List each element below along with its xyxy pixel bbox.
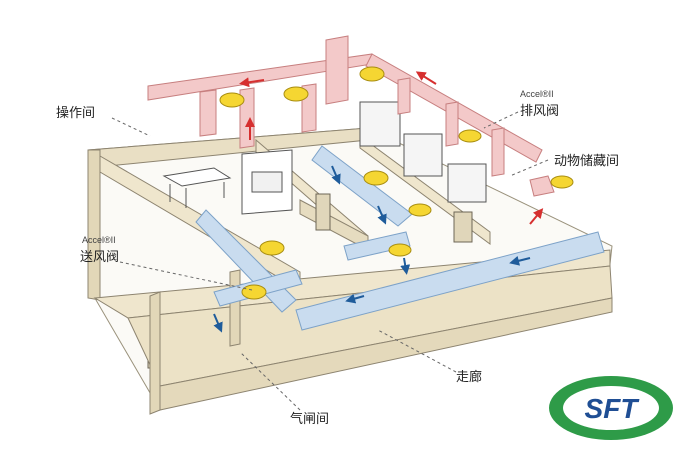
supply-valve-5 <box>388 243 412 257</box>
logo-inner <box>563 386 659 430</box>
supply-duct <box>195 145 605 331</box>
sft-logo: SFT <box>549 376 673 440</box>
furniture <box>162 149 293 215</box>
supply-valve-3 <box>363 170 389 186</box>
brand-exhaust-valve: Accel®II <box>520 89 554 99</box>
leader-supply-valve <box>119 261 253 291</box>
door-storage <box>453 211 473 243</box>
leader-operation-room <box>111 117 151 137</box>
leader-exhaust-valve <box>483 111 519 129</box>
supply-arrow <box>509 255 531 266</box>
valves <box>219 66 574 300</box>
supply-arrow <box>345 293 365 304</box>
leader-animal-storage <box>509 159 549 177</box>
animal-racks <box>359 101 487 203</box>
door-operation <box>315 193 331 231</box>
exhaust-arrow <box>415 71 437 85</box>
leader-corridor <box>377 329 457 373</box>
exhaust-valve-2 <box>283 86 309 102</box>
exhaust-valve-5 <box>550 175 574 189</box>
exhaust-valve-3 <box>359 66 385 82</box>
supply-valve-2 <box>241 284 267 300</box>
back-wall <box>87 127 369 301</box>
exhaust-valve-4 <box>458 129 482 143</box>
exhaust-arrows <box>239 71 544 225</box>
supply-arrow <box>213 313 223 333</box>
label-animal-storage: 动物储藏间 <box>554 154 620 169</box>
logo-text: SFT <box>585 393 641 424</box>
label-airlock: 气闸间 <box>290 412 330 427</box>
supply-arrow <box>377 205 387 225</box>
label-exhaust-valve: 排风阀 <box>520 104 560 119</box>
supply-arrows <box>213 165 531 333</box>
label-operation-room: 操作间 <box>56 106 96 121</box>
exhaust-valve-1 <box>219 92 245 108</box>
leader-airlock <box>239 351 301 411</box>
exhaust-arrow <box>529 208 544 225</box>
exhaust-arrow <box>239 77 265 88</box>
label-supply-valve: 送风阀 <box>80 250 120 265</box>
supply-valve-4 <box>408 203 432 217</box>
brand-supply-valve: Accel®II <box>82 235 116 245</box>
leader-lines <box>111 111 549 411</box>
supply-arrow <box>331 165 341 185</box>
supply-arrow <box>400 257 411 275</box>
label-corridor: 走廊 <box>456 370 483 385</box>
supply-valve-1 <box>259 240 285 256</box>
